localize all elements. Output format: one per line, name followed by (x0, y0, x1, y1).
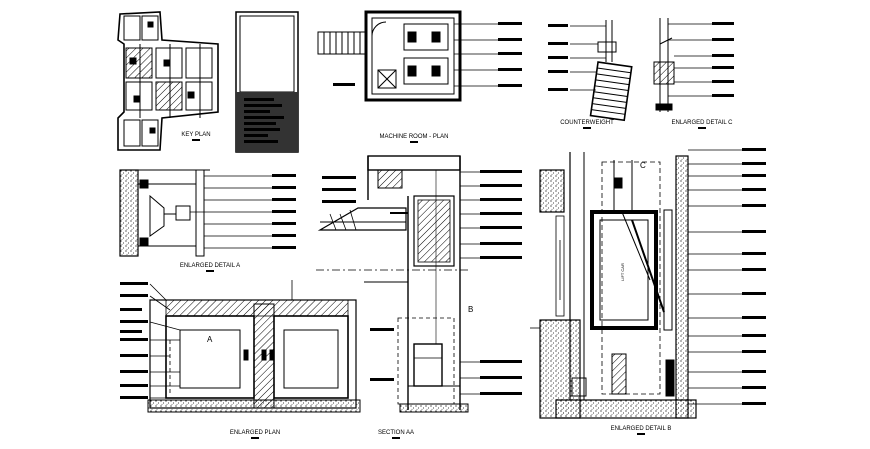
counterweight-title: COUNTERWEIGHT (560, 120, 614, 126)
marker-b: B (468, 305, 473, 314)
lift-car-label: LIFT CAR (620, 263, 625, 281)
detail-c-title: ENLARGED DETAIL C (671, 120, 733, 126)
enlarged-plan-drawing (120, 280, 361, 413)
detail-a-title: ENLARGED DETAIL A (180, 263, 240, 269)
section-aa-title: SECTION AA (378, 430, 414, 436)
marker-c: C (640, 161, 646, 170)
detail-b-drawing (530, 148, 766, 419)
marker-a: A (207, 335, 213, 344)
machine-room-plan-title: MACHINE ROOM - PLAN (379, 134, 448, 140)
key-plan-drawing (117, 11, 219, 151)
legend-panel (235, 11, 299, 153)
enlarged-plan-title: ENLARGED PLAN (230, 430, 280, 436)
detail-c-drawing (653, 18, 734, 112)
section-aa-drawing (316, 155, 522, 413)
detail-a-drawing (119, 169, 296, 257)
key-plan-title: KEY PLAN (181, 132, 210, 138)
detail-b-title: ENLARGED DETAIL B (611, 426, 672, 432)
counterweight-drawing (548, 20, 633, 122)
machine-room-plan-drawing (317, 10, 522, 102)
